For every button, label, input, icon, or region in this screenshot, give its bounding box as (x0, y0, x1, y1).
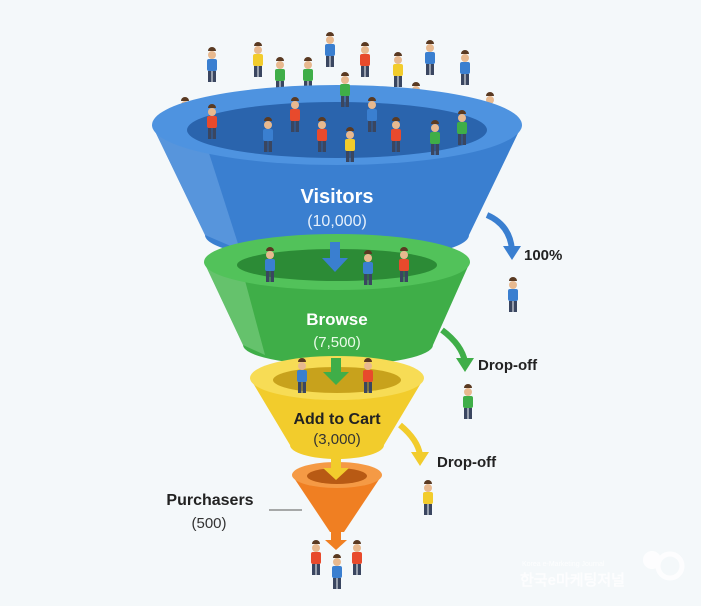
svg-text:한국e마케팅저널: 한국e마케팅저널 (520, 571, 625, 589)
stage-count-purchasers: (500) (191, 515, 226, 532)
watermark-logo: Korea e-Marketing Journal 한국e마케팅저널 (520, 551, 685, 589)
side-label-drop-off-2: Drop-off (437, 454, 497, 471)
drop-off-indicators: 100% Drop-off Drop-off (398, 212, 562, 515)
stage-label-visitors: Visitors (301, 186, 374, 208)
stage-add-to-cart: Add to Cart (3,000) (250, 356, 424, 459)
stage-browse: Browse (7,500) (204, 234, 470, 365)
stage-label-add-to-cart: Add to Cart (293, 411, 381, 428)
side-label-drop-off-1: Drop-off (478, 357, 538, 374)
stage-count-visitors: (10,000) (307, 213, 367, 230)
stage-count-browse: (7,500) (313, 334, 361, 351)
stage-purchasers: Purchasers (500) (166, 458, 382, 589)
stage-count-add-to-cart: (3,000) (313, 431, 361, 448)
stage-label-purchasers: Purchasers (166, 492, 253, 509)
svg-text:Korea e-Marketing Journal: Korea e-Marketing Journal (522, 561, 605, 568)
side-label-100-percent: 100% (524, 247, 562, 264)
stage-visitors: Visitors (10,000) (152, 72, 522, 261)
stage-label-browse: Browse (306, 310, 367, 329)
